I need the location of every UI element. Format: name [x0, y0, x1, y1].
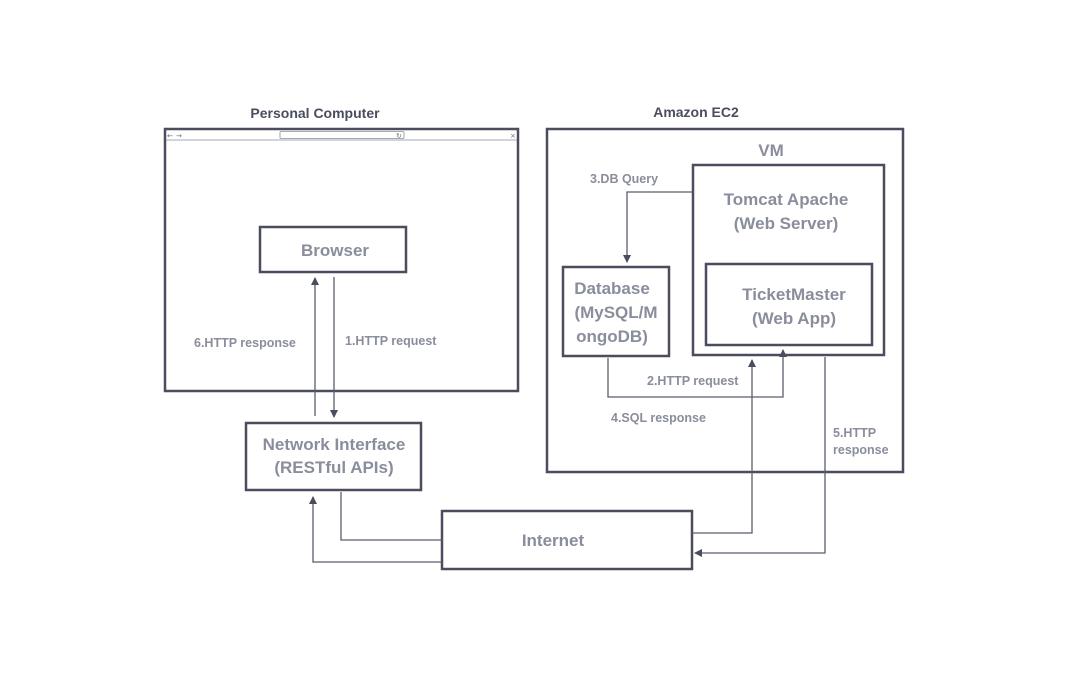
amazon-ec2-title: Amazon EC2	[653, 104, 739, 120]
label-sql-response-4: 4.SQL response	[611, 411, 706, 425]
edge-internet-to-ticketmaster	[692, 359, 756, 534]
label-http-response-6: 6.HTTP response	[194, 336, 296, 350]
browser-node	[258, 225, 408, 274]
tomcat-label-line2: (Web Server)	[734, 214, 839, 233]
database-label-line1: Database	[574, 279, 650, 298]
ticketmaster-node	[704, 262, 874, 347]
edge-db-query-3	[623, 191, 693, 263]
label-http-request-2: 2.HTTP request	[647, 374, 739, 388]
label-http-response-5-line2: response	[833, 443, 889, 457]
vm-title: VM	[758, 141, 784, 160]
database-label-line3: ongoDB)	[576, 327, 648, 346]
back-arrow-icon[interactable]: ←	[167, 132, 173, 140]
browser-label: Browser	[301, 241, 369, 260]
reload-icon[interactable]: ↻	[396, 132, 402, 140]
address-bar[interactable]	[279, 131, 405, 139]
edge-ni-to-internet	[340, 492, 443, 541]
label-http-request-1: 1.HTTP request	[345, 334, 437, 348]
browser-window-chrome: ← → ↻ ×	[166, 131, 517, 141]
internet-label: Internet	[522, 531, 585, 550]
edge-http-response-5	[694, 357, 826, 557]
close-icon[interactable]: ×	[510, 132, 516, 140]
network-interface-label-line1: Network Interface	[263, 435, 406, 454]
forward-arrow-icon[interactable]: →	[176, 132, 182, 140]
ticketmaster-label-line2: (Web App)	[752, 309, 836, 328]
edge-http-request-2	[607, 349, 787, 398]
personal-computer-title: Personal Computer	[250, 105, 380, 121]
tomcat-label-line1: Tomcat Apache	[724, 190, 849, 209]
database-label-line2: (MySQL/M	[574, 303, 657, 322]
edge-internet-to-ni	[309, 496, 442, 563]
database-node	[561, 265, 671, 358]
ticketmaster-label-line1: TicketMaster	[742, 285, 846, 304]
label-http-response-5-line1: 5.HTTP	[833, 426, 876, 440]
network-interface-label-line2: (RESTful APIs)	[274, 458, 393, 477]
label-db-query-3: 3.DB Query	[590, 172, 658, 186]
network-interface-node	[244, 421, 423, 492]
